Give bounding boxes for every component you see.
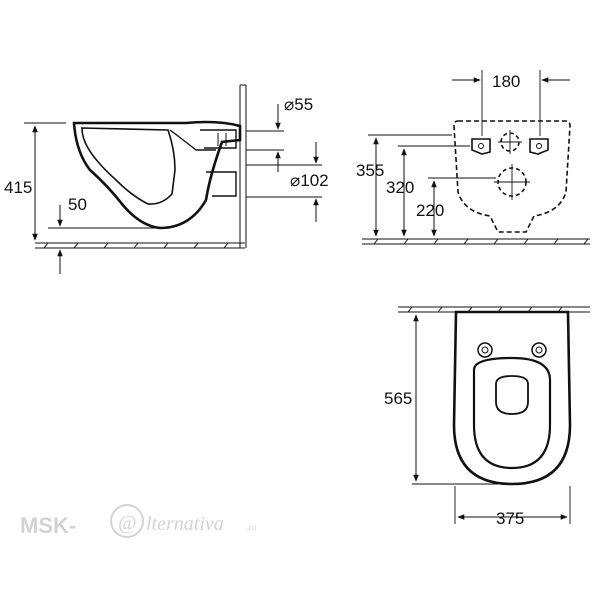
top-bowl-opening — [495, 375, 529, 415]
dim-220-label: 220 — [416, 201, 444, 220]
side-wall — [239, 84, 247, 248]
dim-565-label: 565 — [384, 389, 412, 408]
rear-floor — [362, 238, 590, 245]
top-fixing-right — [531, 342, 547, 358]
watermark-at: @ — [118, 512, 136, 534]
top-fixing-left — [477, 342, 493, 358]
side-bowl-rim — [169, 129, 216, 151]
rear-bolt-right — [529, 138, 549, 155]
dim-180-label: 180 — [492, 72, 520, 91]
side-floor — [35, 242, 245, 249]
rear-view — [362, 70, 590, 245]
dim-415-label: 415 — [4, 178, 32, 197]
dim-375-label: 375 — [496, 509, 524, 528]
rear-bolt-left — [471, 138, 491, 155]
watermark-suffix: lternativa — [146, 513, 224, 535]
watermark-logo: MSK- @ lternativa .ru — [20, 504, 257, 538]
dim-inlet-label: ⌀55 — [284, 95, 313, 114]
top-bowl-outline — [452, 310, 572, 486]
dim-355-label: 355 — [356, 161, 384, 180]
side-bowl-outline — [72, 120, 242, 230]
side-view — [24, 84, 322, 274]
watermark-prefix: MSK- — [20, 513, 76, 538]
top-view — [398, 306, 590, 524]
side-outlet — [206, 171, 237, 197]
dim-50-label: 50 — [68, 195, 87, 214]
side-bowl-inner — [81, 127, 176, 205]
dim-outlet-label: ⌀102 — [290, 171, 329, 190]
rear-bowl-outline — [453, 120, 571, 233]
watermark-tld: .ru — [246, 522, 257, 532]
top-seat-ring — [472, 356, 552, 470]
dim-320-label: 320 — [386, 178, 414, 197]
side-inlet — [200, 129, 237, 149]
